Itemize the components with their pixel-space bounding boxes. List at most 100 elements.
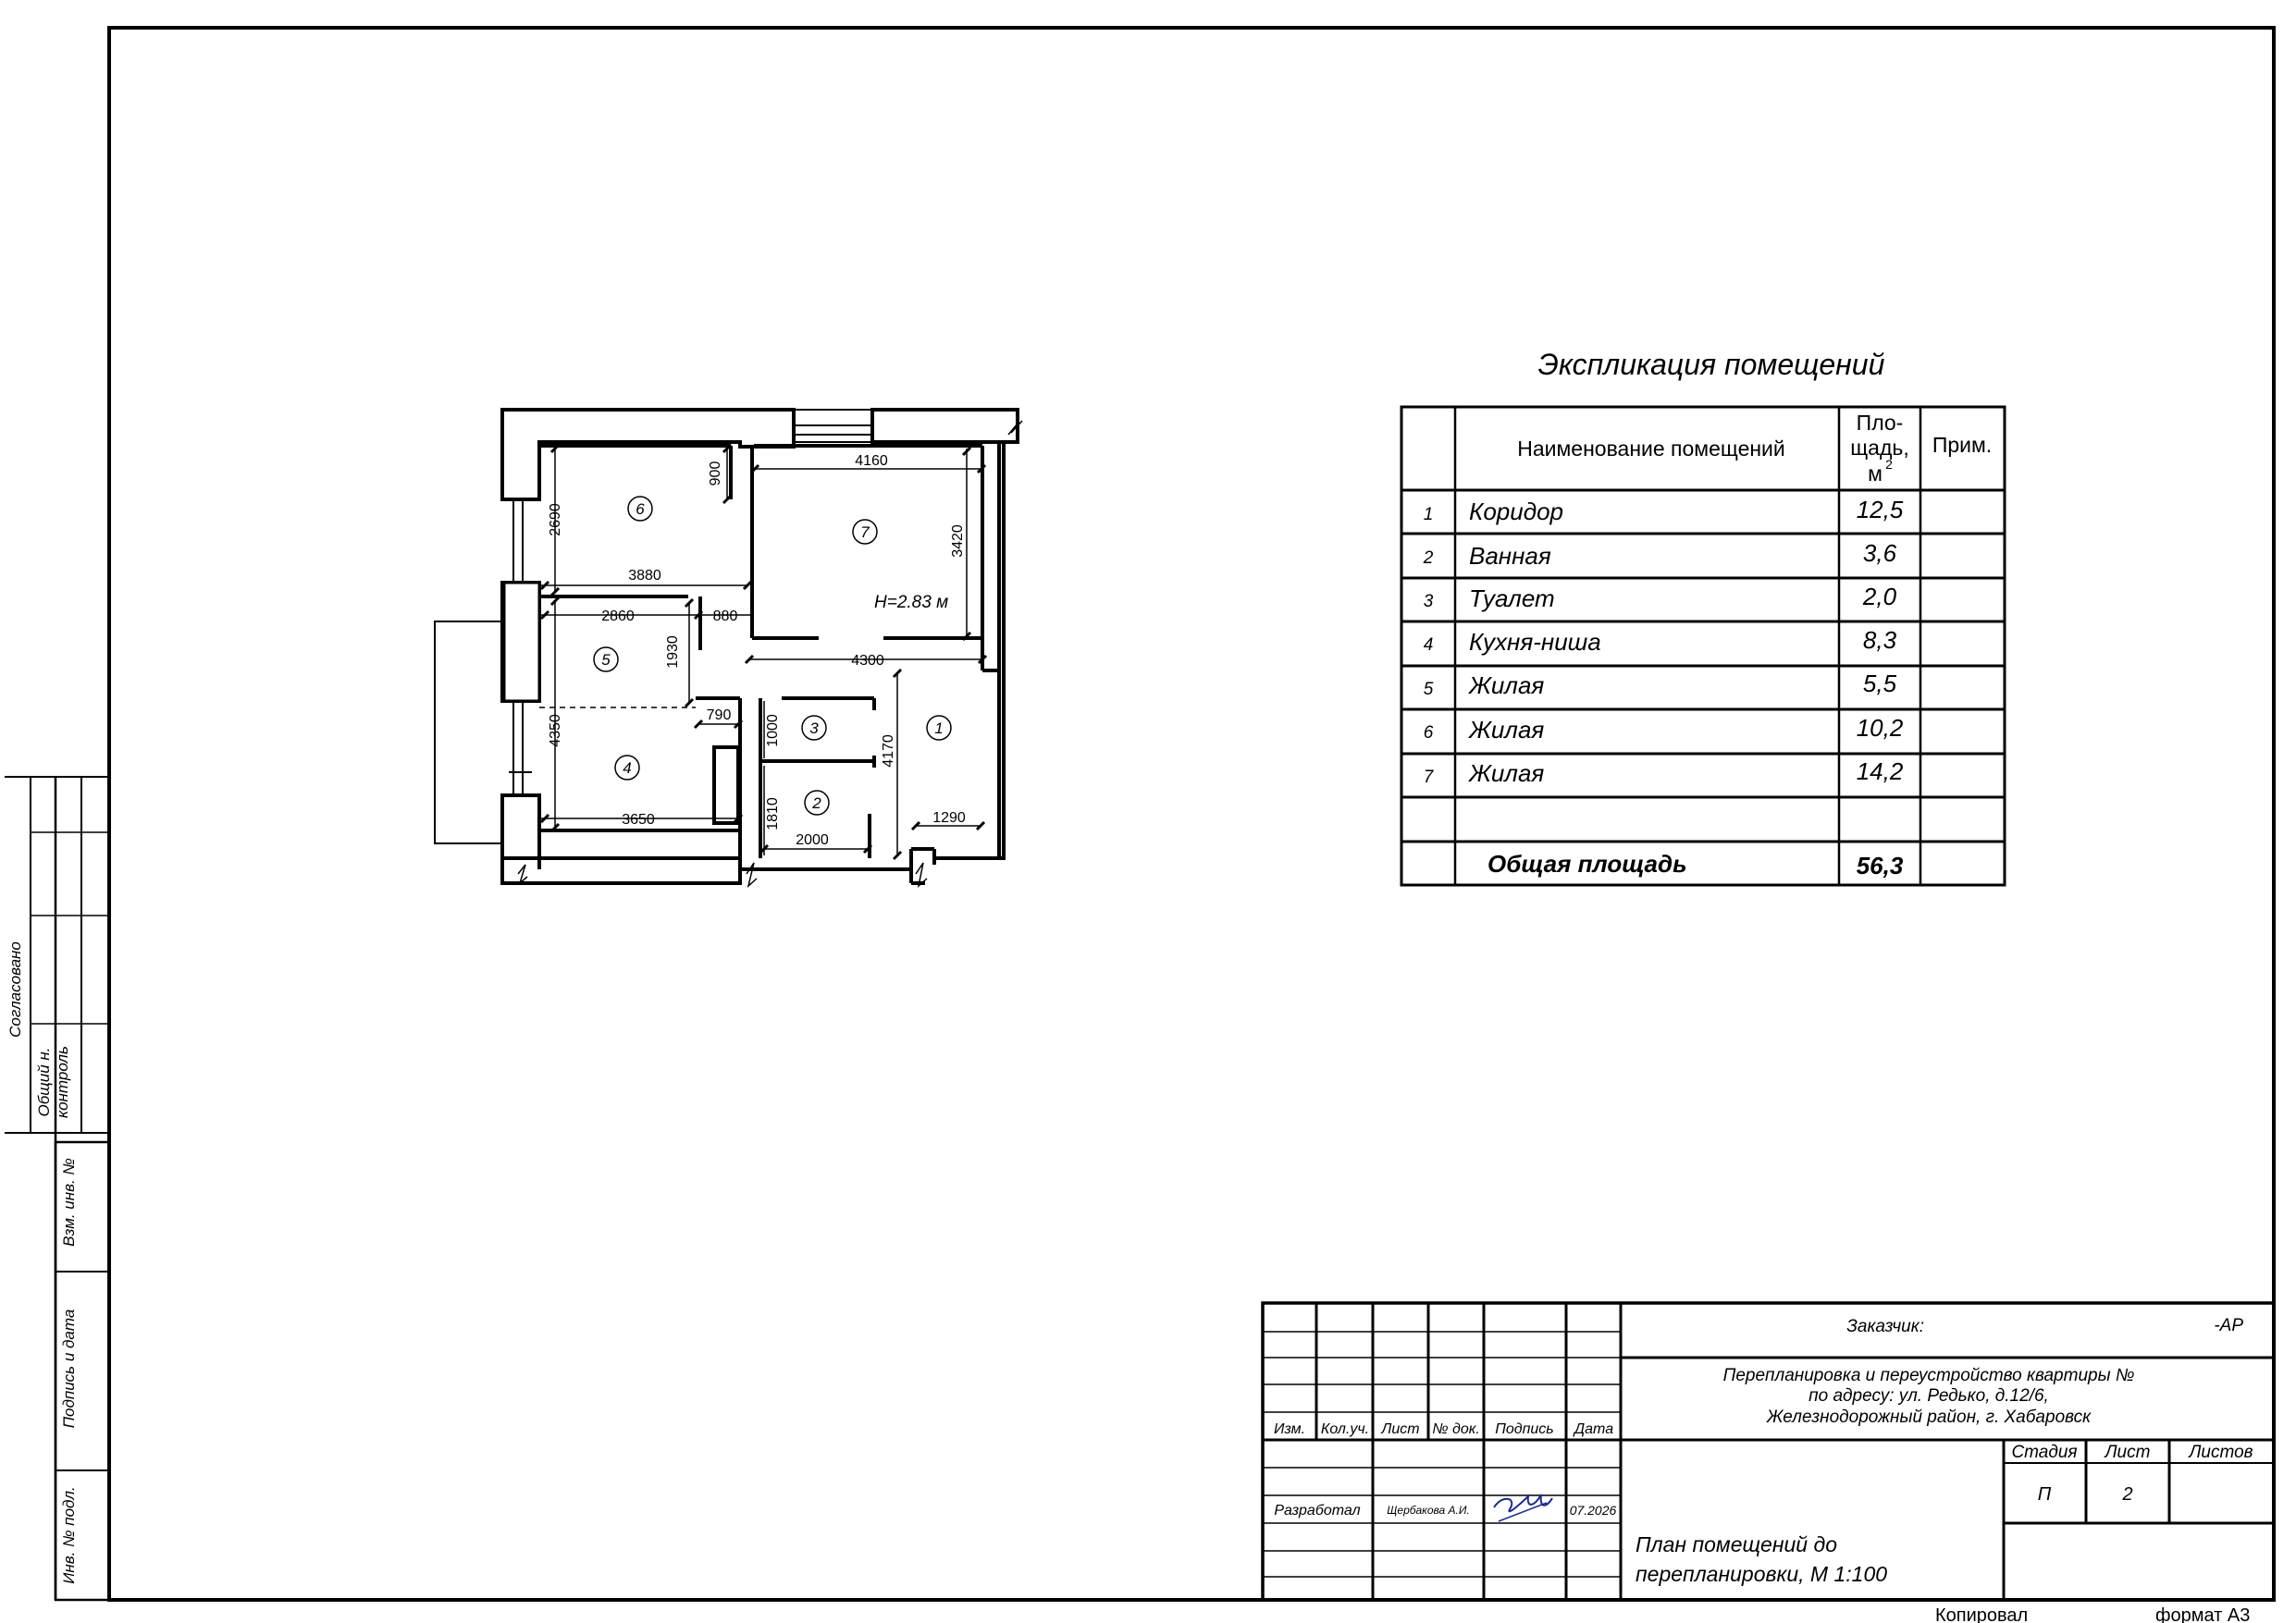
- sheet-label: Лист: [2104, 1443, 2151, 1462]
- dimension-lines: [539, 449, 982, 855]
- row-name: Туалет: [1469, 584, 1555, 612]
- dim-3650: 3650: [622, 812, 655, 828]
- side-stamp: [5, 776, 111, 1602]
- copied-label: Копировал: [1935, 1605, 2028, 1623]
- developer-date: 07.2026: [1570, 1503, 1617, 1518]
- dim-900: 900: [708, 461, 723, 486]
- side-agreed-label: Согласовано: [6, 941, 24, 1038]
- room-number-5: 5: [601, 651, 611, 669]
- row-name: Жилая: [1467, 716, 1544, 744]
- explication-total-area: 56,3: [1857, 852, 1904, 879]
- ceiling-height-label: H=2.83 м: [874, 593, 948, 612]
- room-number-2: 2: [811, 794, 821, 812]
- row-name: Кухня-ниша: [1469, 628, 1601, 656]
- col-izm: Изм.: [1274, 1421, 1305, 1437]
- row-name: Коридор: [1469, 498, 1563, 525]
- col-date: Дата: [1573, 1421, 1613, 1437]
- row-num: 5: [1424, 680, 1434, 699]
- row-area: 10,2: [1857, 714, 1904, 742]
- row-num: 6: [1424, 723, 1434, 743]
- side-control-label-1: Общий н.: [35, 1048, 53, 1117]
- dim-3420: 3420: [950, 524, 966, 558]
- row-num: 2: [1423, 548, 1434, 568]
- customer-label: Заказчик:: [1846, 1317, 1924, 1336]
- room-number-1: 1: [934, 719, 943, 737]
- explication-header-name: Наименование помещений: [1517, 436, 1785, 461]
- row-name: Жилая: [1467, 759, 1544, 787]
- side-sign-date-label: Подпись и дата: [60, 1309, 78, 1429]
- explication-header-area-1: Пло-: [1857, 411, 1904, 435]
- explication-rows: 1 Коридор 12,5 2 Ванная 3,6 3 Туалет 2,0…: [1423, 496, 1904, 787]
- explication-total-label: Общая площадь: [1487, 850, 1687, 878]
- side-inv-orig-label: Инв. № подл.: [60, 1486, 78, 1584]
- signature-image: [1493, 1494, 1553, 1513]
- dim-4350: 4350: [548, 714, 563, 747]
- title-block: [1261, 1301, 2276, 1602]
- dim-4300: 4300: [851, 653, 884, 669]
- sheet-title-1: План помещений до: [1636, 1532, 1837, 1556]
- project-line-2: по адресу: ул. Редько, д.12/6,: [1808, 1386, 2049, 1406]
- dim-1810: 1810: [765, 797, 781, 830]
- side-control-label-2: контроль: [54, 1046, 71, 1118]
- col-doc: № док.: [1432, 1421, 1480, 1437]
- dim-2690: 2690: [548, 503, 563, 536]
- sheet-frame: [107, 26, 2276, 1602]
- sheet-title-2: перепланировки, М 1:100: [1636, 1562, 1887, 1586]
- dim-1930: 1930: [665, 635, 681, 669]
- dim-1290: 1290: [932, 810, 966, 826]
- dim-4170: 4170: [881, 734, 896, 768]
- row-area: 14,2: [1857, 757, 1904, 785]
- room-number-4: 4: [623, 759, 631, 777]
- col-kol: Кол.уч.: [1321, 1421, 1369, 1437]
- dim-2860: 2860: [601, 609, 635, 624]
- dim-1000: 1000: [765, 714, 781, 747]
- row-name: Жилая: [1467, 671, 1544, 699]
- room-number-6: 6: [636, 500, 645, 518]
- row-num: 7: [1424, 768, 1435, 787]
- row-area: 12,5: [1857, 496, 1904, 523]
- project-code: -АР: [2214, 1316, 2243, 1335]
- explication-header-area-2: щадь,: [1850, 436, 1909, 460]
- explication-table: [1400, 405, 2006, 887]
- sheet-value: 2: [2121, 1484, 2132, 1505]
- side-replace-inv-label: Взм. инв. №: [60, 1158, 78, 1247]
- explication-title: Экспликация помещений: [1538, 348, 1885, 381]
- project-line-3: Железнодорожный район, г. Хабаровск: [1766, 1408, 2092, 1427]
- stage-label: Стадия: [2011, 1443, 2077, 1462]
- inner-walls: [537, 444, 1004, 885]
- room-number-7: 7: [860, 523, 870, 541]
- project-line-1: Перепланировка и переустройство квартиры…: [1723, 1366, 2135, 1385]
- developer-name: Щербакова А.И.: [1387, 1504, 1470, 1517]
- room-number-3: 3: [809, 719, 819, 737]
- row-area: 3,6: [1863, 539, 1897, 567]
- developed-label: Разработал: [1274, 1503, 1360, 1518]
- dim-2000: 2000: [796, 832, 829, 848]
- col-list: Лист: [1380, 1421, 1419, 1437]
- dim-4160: 4160: [855, 453, 888, 469]
- break-marks: [517, 420, 1023, 889]
- dim-880: 880: [713, 609, 738, 624]
- dim-3880: 3880: [628, 568, 661, 584]
- left-windows: [434, 499, 541, 844]
- floor-plan: 6 7 5 4 3 1 2 H=2.83 м 4160 900 2690 342…: [434, 408, 1023, 889]
- row-area: 8,3: [1863, 626, 1897, 654]
- row-name: Ванная: [1469, 542, 1551, 570]
- col-sign: Подпись: [1495, 1421, 1553, 1437]
- row-num: 4: [1424, 635, 1434, 655]
- dimension-ticks: [539, 443, 988, 861]
- explication-header-area-sup: 2: [1885, 457, 1893, 472]
- explication-header-area-3: м: [1868, 461, 1882, 486]
- stage-value: П: [2038, 1484, 2052, 1505]
- format-label: формат А3: [2155, 1605, 2250, 1623]
- signature-underline: [1498, 1502, 1548, 1522]
- room-markers: [593, 496, 952, 816]
- sheets-label: Листов: [2187, 1443, 2253, 1462]
- top-window: [794, 409, 872, 443]
- row-num: 1: [1424, 505, 1434, 524]
- dim-790: 790: [707, 707, 732, 723]
- row-area: 2,0: [1862, 583, 1897, 610]
- row-area: 5,5: [1863, 670, 1897, 697]
- explication-header-note: Прим.: [1932, 433, 1992, 457]
- row-num: 3: [1424, 592, 1434, 611]
